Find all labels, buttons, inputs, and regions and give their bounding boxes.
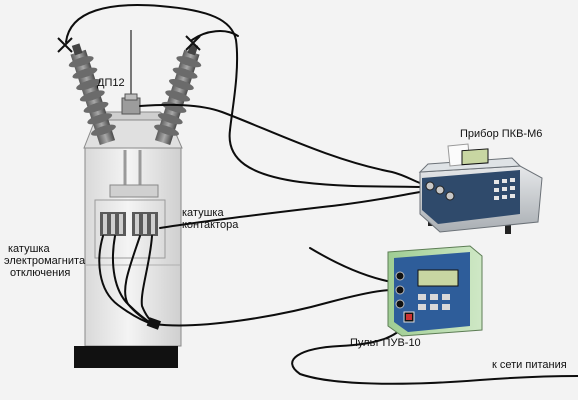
- instrument-connector: [425, 181, 435, 191]
- clamp-icon: [185, 35, 201, 51]
- label-dp12: ДП12: [97, 77, 125, 89]
- mechanism-block: [109, 184, 159, 198]
- cable-sensor: [139, 103, 421, 184]
- contactor-coil: [132, 212, 158, 236]
- console-connector: [395, 271, 405, 281]
- instrument-connector: [445, 191, 455, 201]
- instrument-keypad: [494, 178, 515, 200]
- cable-bundle-clip: [146, 317, 162, 330]
- dp12-sensor-cap: [124, 93, 138, 101]
- cable-coil-to-instrument: [159, 191, 421, 229]
- puv-10-console: [387, 245, 483, 337]
- label-contactor-coil-1: катушка: [182, 207, 224, 219]
- right-insulator: [154, 43, 202, 146]
- instrument-display: [461, 148, 489, 166]
- left-insulator: [68, 43, 116, 146]
- console-connector: [395, 285, 405, 295]
- label-trip-coil-1: катушка: [8, 243, 50, 255]
- cable-coil-c: [124, 235, 153, 325]
- cable-coil-a: [98, 235, 153, 325]
- label-trip-coil-2: электромагнита: [4, 255, 86, 267]
- console-buttons: [418, 294, 450, 310]
- cables: [65, 4, 578, 385]
- power-switch-indicator: [406, 314, 412, 320]
- cable-power: [291, 319, 578, 385]
- cable-top-loop: [65, 4, 239, 131]
- circuit-breaker: [68, 30, 202, 368]
- coil-frame: [94, 199, 166, 259]
- cable-right-clip: [191, 30, 239, 41]
- label-puv10: Пульт ПУВ-10: [350, 337, 421, 349]
- label-power-supply: к сети питания: [492, 359, 567, 371]
- label-trip-coil-3: отключения: [10, 267, 70, 279]
- console-display: [417, 269, 459, 287]
- pkv-m6-instrument: [418, 143, 543, 234]
- console-connector: [395, 299, 405, 309]
- cable-insulator-to-instrument: [228, 129, 421, 188]
- label-pkv-m6: Прибор ПКВ-М6: [460, 128, 542, 140]
- cable-bundle-to-console: [153, 289, 393, 327]
- instrument-connector: [435, 185, 445, 195]
- clamp-icon: [57, 37, 73, 53]
- cable-console-link: [309, 247, 393, 283]
- trip-coil: [100, 212, 126, 236]
- label-contactor-coil-2: контактора: [182, 219, 239, 231]
- breaker-base: [74, 346, 178, 368]
- breaker-tank: [84, 147, 182, 347]
